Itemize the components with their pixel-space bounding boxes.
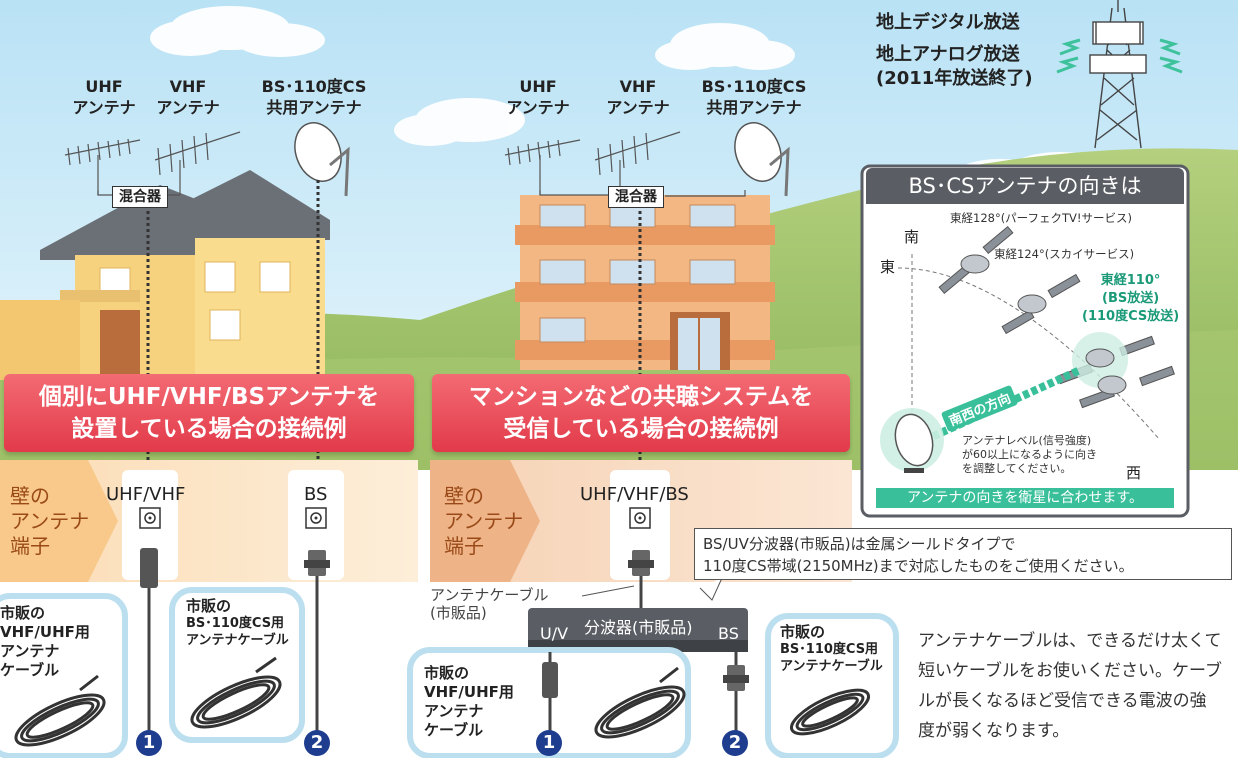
right-jack [610,470,670,580]
west-label: 西 [1126,464,1142,482]
broadcast-tower [1089,0,1147,149]
signal-waves [1056,38,1183,74]
left-bs-dish [294,122,350,197]
right-yagi-antennas [504,131,681,196]
south-label: 南 [904,228,920,246]
left-bs-jack [288,470,344,580]
right-wall-label: 壁のアンテナ端子 [444,484,524,558]
terrestrial-digital-label: 地上デジタル放送 [876,12,1020,33]
right-banner: マンションなどの共聴システムを受信している場合の接続例 [432,374,850,452]
terrestrial-analog-label: 地上アナログ放送 [876,44,1020,65]
left-uhfvhf-jack [122,470,178,580]
coiled-cable-4 [789,688,871,736]
right-jack-label: UHF/VHF/BS [580,484,689,505]
sat124-label: 東経124°(スカイサービス) [994,247,1135,261]
splitter-note-box: BS/UV分波器(市販品)は金属シールドタイプで 110度CS帯域(2150MH… [694,528,1232,580]
east-label: 東 [880,258,896,276]
left-jack-bs-label: BS [304,484,328,505]
cable-advice-text: アンテナケーブルは、できるだけ太くて短いケーブルをお使いください。ケーブルが長く… [918,631,1222,741]
sat110-label: 東経110°(BS放送)(110度CS放送) [1082,273,1180,324]
left-jack-uhfvhf-label: UHF/VHF [106,484,186,505]
satellite-panel-footer: アンテナの向きを衛星に合わせます。 [876,488,1174,508]
splitter-bs-label: BS [718,624,739,643]
right-number-2: 2 [722,730,748,756]
analog-end-label: (2011年放送終了) [876,68,1033,89]
left-number-1: 1 [136,730,162,756]
left-wall-label: 壁のアンテナ端子 [10,484,90,558]
coiled-cable-3 [594,666,686,739]
antenna-cable-label: アンテナケーブル(市販品) [430,586,549,622]
apartment-building [515,195,775,370]
right-mixer-label: 混合器 [608,186,664,208]
splitter-body [528,608,748,648]
splitter-label: 分波器(市販品) [584,618,693,637]
right-bs-dish [665,122,790,197]
coiled-cable-1 [14,674,106,747]
right-number-1: 1 [536,730,562,756]
splitter-uv-label: U/V [540,624,569,643]
level-note: アンテナレベル(信号強度)が60以上になるように向きを調整してください。 [962,434,1097,475]
left-mixer-label: 混合器 [112,186,168,208]
left-banner: 個別にUHF/VHF/BSアンテナを設置している場合の接続例 [4,374,414,452]
satellite-panel-title: BS･CSアンテナの向きは [866,168,1184,204]
coiled-cable-2 [190,656,282,729]
sat128-label: 東経128°(パーフェクTV!サービス) [950,211,1132,225]
detached-house [0,170,330,380]
left-number-2: 2 [304,730,330,756]
